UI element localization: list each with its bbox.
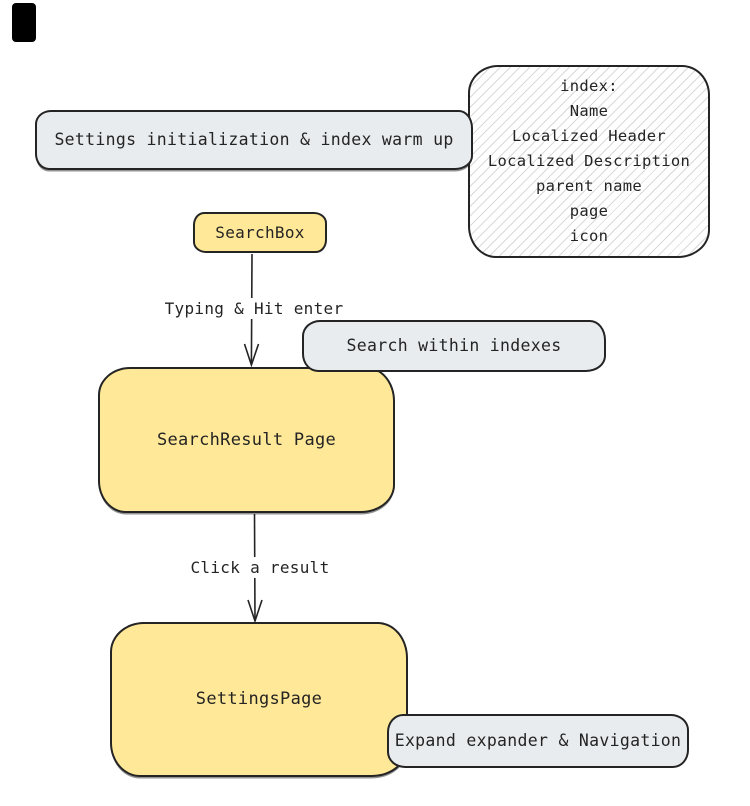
search-within-indexes-label: Search within indexes [346, 336, 562, 356]
searchresult-page-label: SearchResult Page [156, 429, 337, 450]
node-search-within-indexes: Search within indexes [302, 320, 606, 372]
node-searchbox: SearchBox [193, 212, 327, 253]
expand-navigation-label: Expand expander & Navigation [394, 731, 682, 751]
node-expand-navigation: Expand expander & Navigation [387, 714, 689, 768]
index-note-line: icon [569, 227, 609, 245]
node-searchresult-page: SearchResult Page [98, 367, 395, 513]
node-settingspage: SettingsPage [110, 622, 408, 777]
index-note-line: Localized Description [487, 152, 691, 170]
index-note-line: index: [560, 77, 618, 95]
settings-init-label: Settings initialization & index warm up [54, 130, 454, 150]
edge-typing-label: Typing & Hit enter [159, 298, 349, 319]
searchbox-label: SearchBox [215, 222, 305, 242]
settingspage-label: SettingsPage [195, 689, 323, 710]
index-note-line: Localized Header [511, 127, 667, 145]
index-note-line: Name [569, 102, 609, 120]
edge-click-label: Click a result [182, 557, 338, 578]
index-note-line: page [569, 202, 609, 220]
node-index-note: index: Name Localized Header Localized D… [468, 65, 710, 258]
black-corner-marker [12, 3, 36, 42]
index-note-line: parent name [536, 177, 642, 195]
node-settings-init: Settings initialization & index warm up [35, 110, 473, 170]
